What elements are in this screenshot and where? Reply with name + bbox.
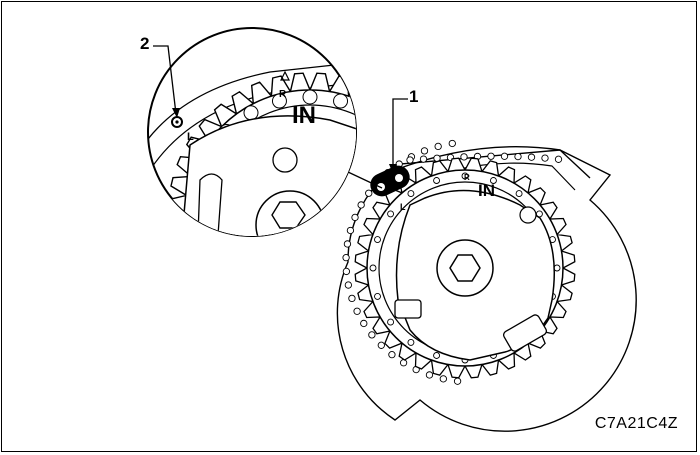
zoom-intake-mark: IN	[292, 102, 316, 129]
chain-pin	[406, 156, 414, 164]
callout-2-label: 2	[140, 34, 150, 53]
timing-triangle-icon	[280, 70, 290, 81]
callout-1-arrow	[389, 98, 408, 174]
zoom-rim-hole	[243, 105, 259, 121]
chain-pin	[357, 201, 365, 209]
zoom-rim-hole	[334, 322, 348, 336]
hub-slot	[502, 314, 548, 352]
chain-pin	[353, 307, 361, 315]
chain-pin	[460, 153, 468, 161]
chain-pin	[342, 254, 350, 262]
chain-pin	[439, 375, 447, 383]
rim-hole	[387, 318, 395, 326]
zoom-rim-hole	[362, 106, 376, 120]
rim-hole	[369, 264, 377, 272]
marked-chain-link	[370, 165, 410, 197]
chain-pin	[360, 319, 368, 328]
zoom-rim-hole	[189, 239, 203, 253]
chain-pin	[368, 331, 376, 339]
chain-pin	[344, 281, 352, 289]
chain-pin	[420, 147, 429, 155]
chain-pin	[453, 377, 462, 385]
magnifier-leader	[347, 171, 383, 189]
chain-pin	[351, 213, 359, 222]
rim-hole	[489, 177, 497, 184]
intake-mark: IN	[478, 181, 495, 200]
chain-pin	[346, 226, 355, 235]
chain-pin	[419, 155, 428, 163]
zoom-rim-hole	[244, 310, 258, 324]
rim-hole	[374, 236, 381, 244]
hub-slot	[394, 299, 422, 319]
zoom-rim-hole	[201, 267, 215, 281]
rim-hole	[407, 190, 415, 198]
rim-hole	[515, 190, 523, 198]
detail-magnifier: IN R L	[147, 27, 376, 340]
zoom-l-mark: L	[187, 131, 194, 143]
rim-hole	[461, 172, 469, 180]
rim-hole	[407, 338, 415, 346]
camshaft-sprocket-assembly: IN R L	[336, 139, 637, 432]
center-bolt	[449, 254, 481, 282]
zoom-rim-hole	[220, 291, 234, 305]
zoom-rim-hole	[272, 322, 286, 336]
zoom-rim-hole	[271, 93, 287, 109]
dowel-hole	[519, 206, 537, 224]
rim-hole	[374, 292, 381, 300]
chain-pin	[487, 152, 495, 160]
zoom-rim-hole	[302, 89, 318, 105]
l-mark: L	[400, 202, 406, 212]
chain-pin	[343, 240, 352, 248]
rim-hole	[387, 210, 395, 218]
r-mark: R	[464, 173, 470, 182]
chain-pin	[425, 371, 434, 379]
chain-pin	[514, 152, 522, 161]
chain-pin	[554, 155, 563, 163]
chain-pin	[342, 267, 351, 276]
chain-pin	[448, 139, 456, 148]
chain-pin	[541, 154, 549, 162]
chain-pin	[527, 153, 536, 161]
chain-pin	[399, 359, 408, 367]
figure-code: C7A21C4Z	[594, 415, 678, 432]
chain-pin	[388, 350, 396, 359]
chain-pin	[377, 341, 385, 349]
chain-pin	[500, 152, 509, 160]
chain-pin	[434, 142, 442, 151]
callout-2-arrow	[153, 45, 180, 118]
zoom-rim-hole	[303, 326, 317, 340]
chain-pin	[365, 189, 373, 197]
zoom-r-mark: R	[279, 89, 287, 100]
rim-hole	[433, 352, 441, 359]
rim-hole	[433, 177, 441, 184]
chain-pin	[348, 294, 356, 303]
callout-1-label: 1	[409, 87, 419, 106]
zoom-rim-hole	[333, 93, 349, 109]
